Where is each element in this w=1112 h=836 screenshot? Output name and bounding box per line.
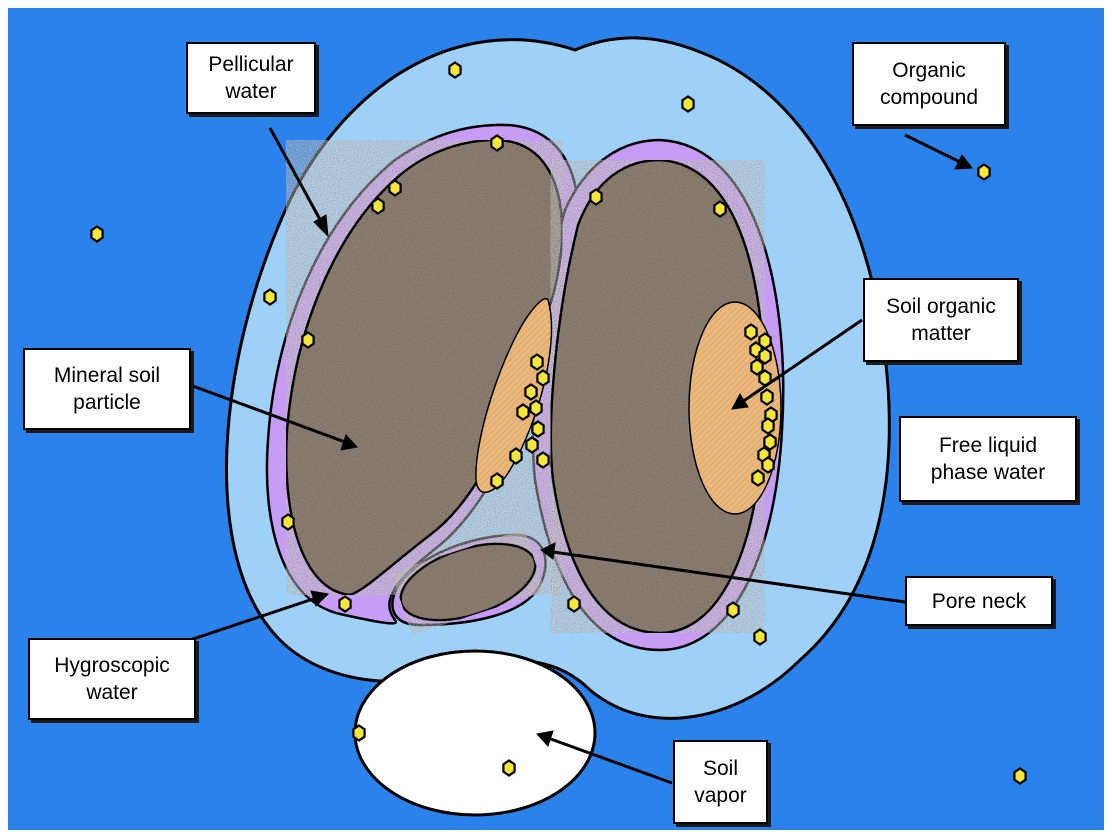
label-hygroscopic-water-line2: water	[86, 679, 137, 706]
yellow-hexagon-icon	[532, 422, 543, 437]
label-soil-organic-matter-line1: Soil organic	[886, 293, 996, 320]
yellow-hexagon-icon	[530, 401, 541, 416]
label-mineral-soil-particle: Mineral soil particle	[23, 348, 191, 430]
label-free-liquid-phase-water: Free liquid phase water	[899, 416, 1077, 502]
label-pellicular-water: Pellicular water	[186, 42, 316, 114]
label-pellicular-water-line1: Pellicular	[208, 51, 293, 78]
yellow-hexagon-icon	[389, 181, 400, 196]
yellow-hexagon-icon	[491, 136, 502, 151]
yellow-hexagon-icon	[761, 390, 772, 405]
yellow-hexagon-icon	[339, 597, 350, 612]
yellow-hexagon-icon	[526, 438, 537, 453]
label-free-liquid-phase-water-line1: Free liquid	[939, 432, 1037, 459]
label-soil-organic-matter-line2: matter	[911, 320, 971, 347]
yellow-hexagon-icon	[537, 371, 548, 386]
label-soil-organic-matter: Soil organic matter	[863, 278, 1019, 362]
label-soil-vapor-line1: Soil	[703, 755, 738, 782]
yellow-hexagon-icon	[682, 97, 693, 112]
yellow-hexagon-icon	[91, 227, 102, 242]
label-organic-compound-line1: Organic	[892, 57, 966, 84]
label-soil-vapor: Soil vapor	[673, 740, 768, 824]
yellow-hexagon-icon	[491, 474, 502, 489]
yellow-hexagon-icon	[510, 449, 521, 464]
label-pore-neck-line1: Pore neck	[932, 588, 1027, 615]
yellow-hexagon-icon	[537, 453, 548, 468]
soil-vapor-bubble	[355, 651, 595, 815]
label-mineral-soil-particle-line2: particle	[73, 389, 141, 416]
label-mineral-soil-particle-line1: Mineral soil	[54, 362, 160, 389]
label-organic-compound-line2: compound	[880, 84, 978, 111]
yellow-hexagon-icon	[264, 290, 275, 305]
yellow-hexagon-icon	[727, 603, 738, 618]
yellow-hexagon-icon	[568, 597, 579, 612]
yellow-hexagon-icon	[282, 515, 293, 530]
label-pore-neck: Pore neck	[905, 576, 1053, 626]
yellow-hexagon-icon	[762, 458, 773, 473]
yellow-hexagon-icon	[1014, 769, 1025, 784]
yellow-hexagon-icon	[759, 371, 770, 386]
yellow-hexagon-icon	[714, 202, 725, 217]
yellow-hexagon-icon	[764, 435, 775, 450]
label-organic-compound: Organic compound	[852, 42, 1006, 126]
yellow-hexagon-icon	[752, 471, 763, 486]
yellow-hexagon-icon	[762, 419, 773, 434]
yellow-hexagon-icon	[745, 325, 756, 340]
yellow-hexagon-icon	[525, 385, 536, 400]
yellow-hexagon-icon	[449, 63, 460, 78]
label-soil-vapor-line2: vapor	[694, 782, 747, 809]
yellow-hexagon-icon	[302, 333, 313, 348]
yellow-hexagon-icon	[517, 405, 528, 420]
yellow-hexagon-icon	[531, 355, 542, 370]
label-hygroscopic-water-line1: Hygroscopic	[54, 652, 170, 679]
yellow-hexagon-icon	[503, 761, 514, 776]
yellow-hexagon-icon	[590, 190, 601, 205]
label-pellicular-water-line2: water	[225, 78, 276, 105]
yellow-hexagon-icon	[754, 630, 765, 645]
label-hygroscopic-water: Hygroscopic water	[28, 638, 196, 720]
yellow-hexagon-icon	[353, 726, 364, 741]
yellow-hexagon-icon	[978, 165, 989, 180]
yellow-hexagon-icon	[372, 199, 383, 214]
label-free-liquid-phase-water-line2: phase water	[931, 459, 1045, 486]
